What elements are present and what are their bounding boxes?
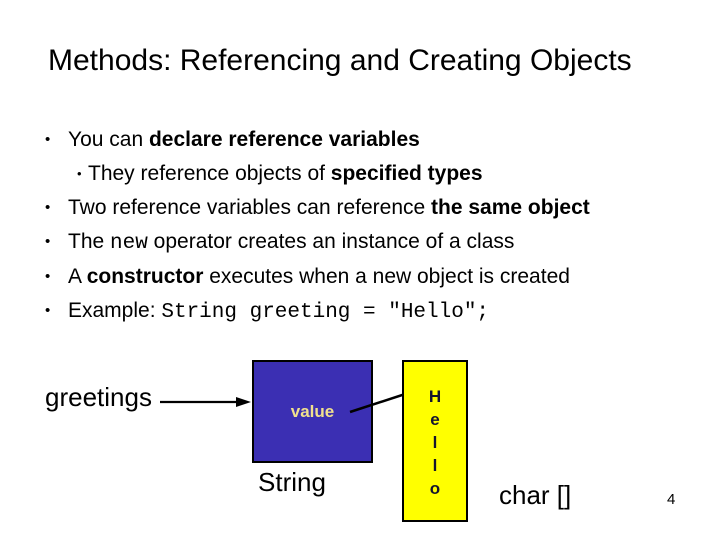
bullet-text-segment: String greeting = "Hello"; bbox=[161, 301, 490, 324]
reference-variable-label: greetings bbox=[45, 382, 152, 412]
bullet-item: • You can declare reference variables bbox=[45, 128, 420, 153]
bullet-text-segment: new bbox=[110, 232, 148, 255]
bullet-text-segment: constructor bbox=[86, 265, 204, 288]
char-cell: H bbox=[428, 387, 442, 406]
bullet-text-segment: A bbox=[68, 265, 87, 288]
bullet-text-segment: specified types bbox=[330, 162, 483, 185]
bullet-icon: • bbox=[45, 131, 51, 148]
bullet-item: • They reference objects of specified typ… bbox=[77, 162, 483, 187]
char-cell: o bbox=[429, 479, 441, 498]
bullet-item: • Example: String greeting = "Hello"; bbox=[45, 299, 489, 324]
bullet-text-segment: the same object bbox=[431, 196, 590, 219]
bullet-text-segment: They reference objects of bbox=[88, 162, 331, 185]
reference-arrow-icon bbox=[160, 397, 251, 407]
bullet-text-segment: executes when a new object is created bbox=[203, 265, 570, 288]
value-field-label: value bbox=[290, 401, 335, 421]
bullet-item: • The new operator creates an instance of… bbox=[45, 230, 514, 255]
bullet-text-segment: The bbox=[68, 230, 111, 253]
char-array-type-label: char [] bbox=[499, 480, 572, 510]
bullet-icon: • bbox=[45, 233, 51, 250]
bullet-icon: • bbox=[45, 199, 51, 216]
bullet-text-segment: Example: bbox=[68, 299, 162, 322]
char-cell: l bbox=[432, 433, 438, 452]
char-cell: l bbox=[432, 456, 438, 475]
bullet-text-segment: declare reference variables bbox=[148, 128, 420, 151]
slide-title: Methods: Referencing and Creating Object… bbox=[48, 44, 632, 77]
bullet-item: • A constructor executes when a new objec… bbox=[45, 265, 570, 290]
bullet-icon: • bbox=[45, 302, 51, 319]
bullet-item: • Two reference variables can reference t… bbox=[45, 196, 590, 221]
string-type-label: String bbox=[258, 467, 326, 497]
bullet-icon: • bbox=[45, 268, 51, 285]
page-number: 4 bbox=[667, 491, 676, 508]
bullet-text-segment: Two reference variables can reference bbox=[68, 196, 432, 219]
bullet-text-segment: You can bbox=[68, 128, 149, 151]
bullet-text-segment: operator creates an instance of a class bbox=[147, 230, 515, 253]
char-cell: e bbox=[430, 410, 440, 429]
bullet-icon: • bbox=[77, 166, 82, 181]
